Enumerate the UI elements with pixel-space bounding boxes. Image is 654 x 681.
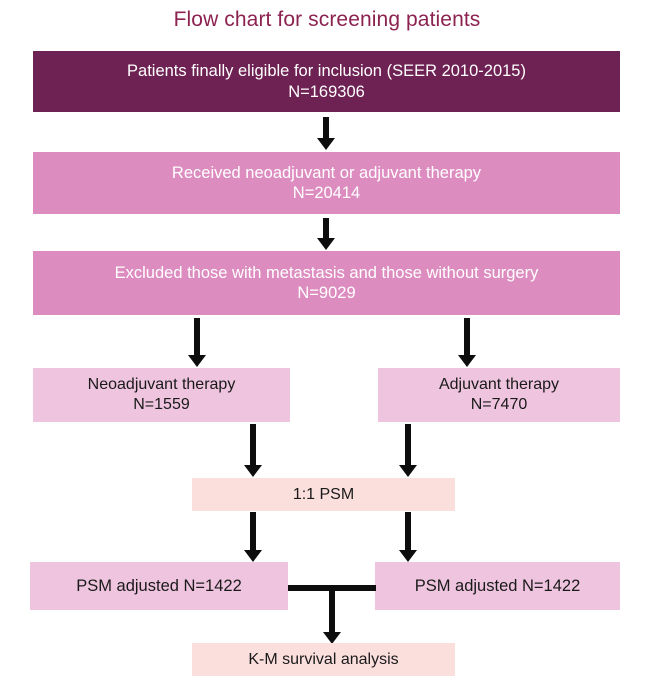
arrowhead-psm-to-adjusted-left [244,550,262,562]
node-psm-adjusted-left-line1: PSM adjusted N=1422 [76,576,242,595]
arrowhead-excluded-to-adjuvant [458,355,476,367]
node-psm-adjusted-left: PSM adjusted N=1422 [30,562,288,610]
connector-psm-to-adjusted-right [405,512,411,551]
node-neoadjuvant-line1: Neoadjuvant therapy [87,376,236,394]
connector-adjuvant-to-psm [405,424,411,466]
node-eligible-line2: N=169306 [288,82,365,101]
arrowhead-therapy-to-excluded [317,238,335,250]
connector-psm-to-adjusted-left [250,512,256,551]
arrowhead-psm-to-adjusted-right [399,550,417,562]
node-excluded-line1: Excluded those with metastasis and those… [114,263,539,282]
page-title: Flow chart for screening patients [173,8,481,31]
node-neoadjuvant: Neoadjuvant therapy N=1559 [33,368,290,422]
node-therapy-received: Received neoadjuvant or adjuvant therapy… [33,152,620,214]
arrowhead-eligible-to-therapy [317,138,335,150]
arrowhead-excluded-to-neoadjuvant [188,355,206,367]
arrowhead-neoadjuvant-to-psm [244,465,262,477]
connector-neoadjuvant-to-psm [250,424,256,466]
node-psm: 1:1 PSM [192,478,455,511]
node-excluded-line2: N=9029 [297,284,356,302]
connector-therapy-to-excluded [323,218,329,239]
node-adjuvant: Adjuvant therapy N=7470 [378,368,620,422]
node-eligible-line1: Patients finally eligible for inclusion … [127,62,526,81]
node-excluded: Excluded those with metastasis and those… [33,251,620,315]
connector-eligible-to-therapy [323,117,329,139]
connector-adjusted-to-km [329,585,335,633]
node-km-analysis-line1: K-M survival analysis [248,650,399,668]
node-therapy-received-line1: Received neoadjuvant or adjuvant therapy [171,163,482,182]
node-adjuvant-line1: Adjuvant therapy [438,376,560,394]
node-psm-adjusted-right-line1: PSM adjusted N=1422 [414,576,581,595]
arrowhead-adjuvant-to-psm [399,465,417,477]
node-psm-adjusted-right: PSM adjusted N=1422 [375,562,620,610]
arrowhead-adjusted-to-km [323,632,341,644]
node-km-analysis: K-M survival analysis [192,643,455,676]
node-therapy-received-line2: N=20414 [292,184,361,202]
connector-excluded-to-adjuvant [464,318,470,356]
node-eligible: Patients finally eligible for inclusion … [33,51,620,112]
node-neoadjuvant-line2: N=1559 [133,396,190,413]
node-adjuvant-line2: N=7470 [470,396,528,413]
node-psm-line1: 1:1 PSM [292,485,355,503]
connector-excluded-to-neoadjuvant [194,318,200,356]
